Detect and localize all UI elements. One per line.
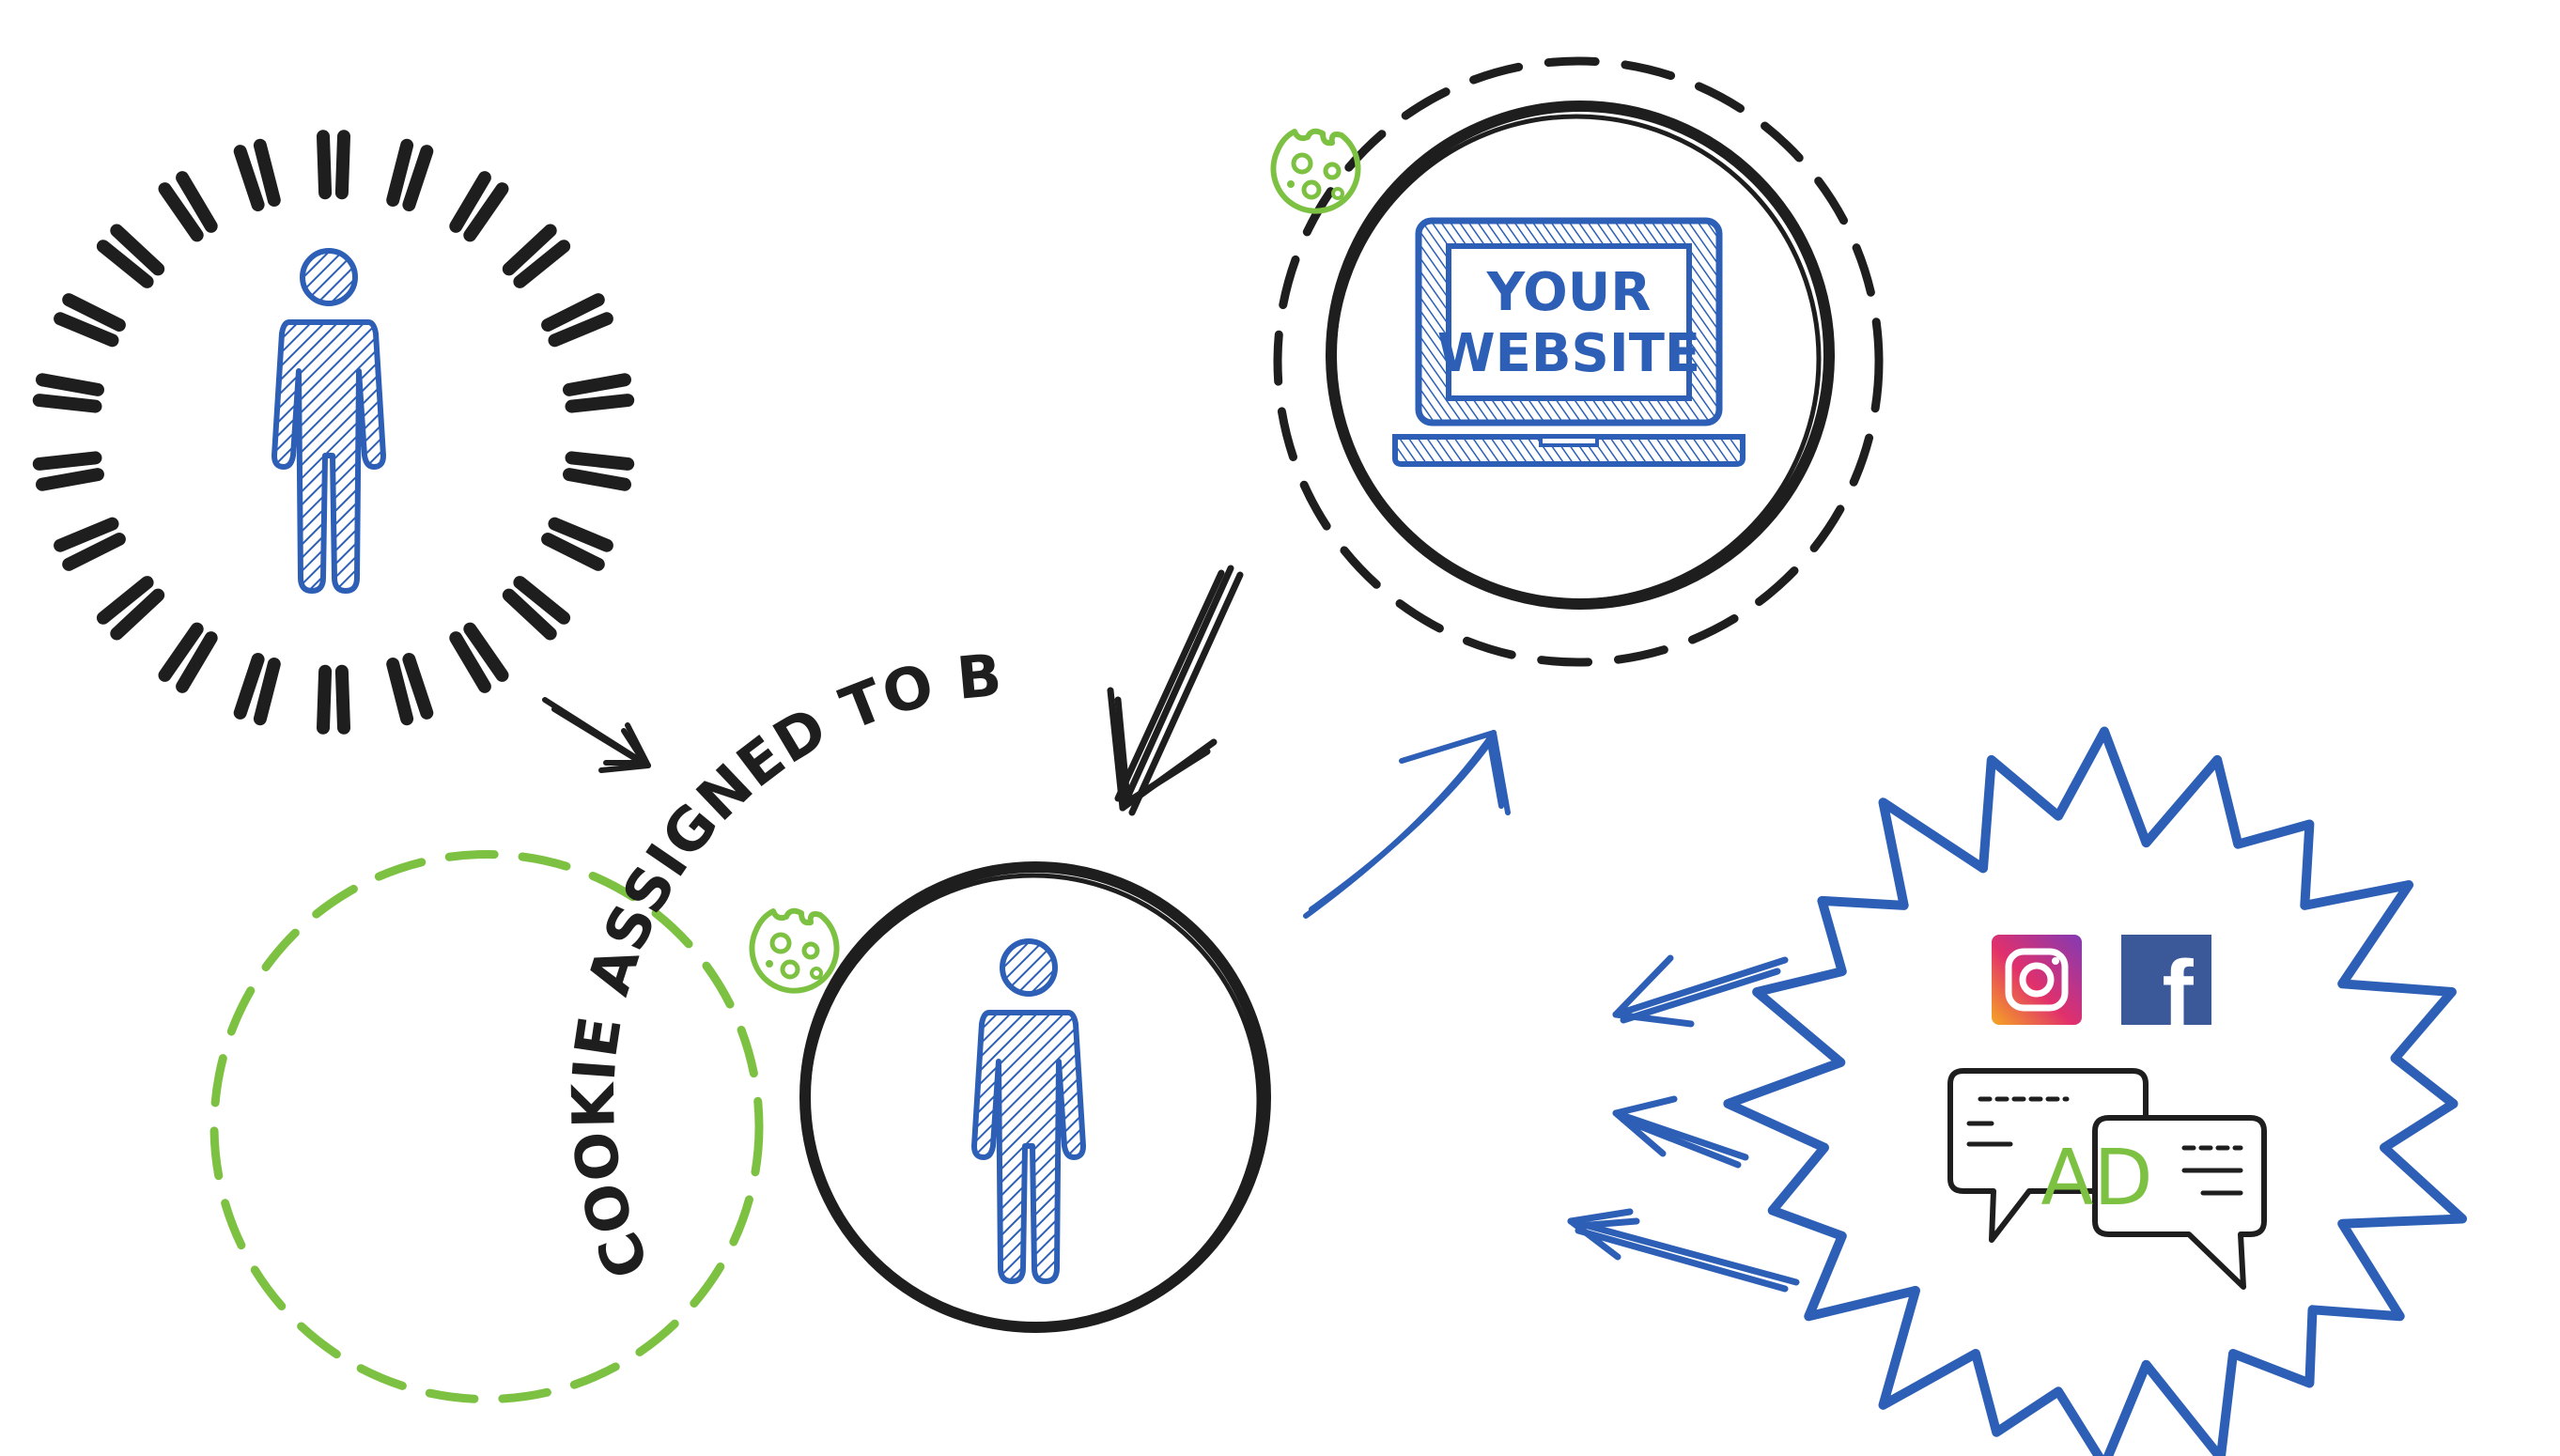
- radiating-dash: [110, 224, 165, 276]
- radiating-dash: [565, 394, 635, 413]
- radiating-dash: [386, 138, 414, 207]
- dashed-ring: [1273, 56, 1884, 667]
- cookie-assigned-node: [209, 850, 1271, 1403]
- person-icon: [974, 941, 1083, 1281]
- radiating-dash: [36, 373, 104, 396]
- cookie-icon: [752, 911, 836, 991]
- radiating-dash: [96, 240, 154, 288]
- radiating-dash: [541, 293, 605, 332]
- arrow-from-website: [1107, 565, 1244, 816]
- radiating-dash: [541, 533, 605, 571]
- radiating-dash: [449, 631, 491, 693]
- radiating-dash: [402, 653, 434, 720]
- radiating-dash: [463, 182, 509, 242]
- arrow-to-cookie: [542, 697, 651, 773]
- laptop-icon: YOUR WEBSITE: [1392, 217, 1745, 467]
- cookie-icon: [1273, 132, 1358, 211]
- ad-arrows: [1567, 954, 1800, 1293]
- ad-burst: f AD: [1723, 726, 2467, 1456]
- radiating-dash: [565, 451, 635, 471]
- radiating-dash: [402, 145, 434, 211]
- radiating-dash: [386, 658, 414, 726]
- ad-label: AD: [2040, 1134, 2152, 1223]
- radiating-dash: [32, 451, 102, 471]
- radiating-dash: [54, 517, 119, 552]
- green-dashed-ring: [209, 850, 764, 1403]
- radiating-dash: [62, 533, 126, 571]
- radiating-dash: [36, 468, 104, 491]
- radiating-dash: [513, 240, 571, 288]
- radiating-dash: [334, 130, 350, 200]
- chat-bubble-icon: AD: [1947, 1068, 2267, 1290]
- radiating-dash: [463, 622, 509, 682]
- radiating-dash: [233, 145, 265, 211]
- radiating-dash: [253, 658, 281, 726]
- radiating-dash: [253, 138, 281, 207]
- facebook-icon: f: [2121, 935, 2211, 1046]
- radiating-dash: [548, 517, 613, 552]
- radiating-dash: [158, 182, 204, 242]
- radiating-dash: [449, 171, 491, 233]
- radiating-dash: [54, 312, 119, 348]
- radiating-dash: [110, 588, 165, 641]
- radiating-dash: [548, 312, 613, 348]
- radiating-dash: [62, 293, 126, 332]
- radiating-dash: [176, 171, 218, 233]
- radiating-dash: [233, 653, 265, 720]
- radiating-dash: [96, 576, 154, 625]
- instagram-icon: [1992, 935, 2082, 1025]
- website-label-line1: YOUR: [1486, 262, 1652, 323]
- person-icon: [274, 251, 383, 591]
- radiating-dash: [513, 576, 571, 625]
- radiating-dash: [563, 468, 631, 491]
- radiating-dash: [502, 224, 557, 276]
- radiating-dash: [334, 664, 350, 735]
- website-node: YOUR WEBSITE: [1273, 56, 1884, 667]
- arrow-to-website: [1303, 730, 1511, 919]
- visitor-node: [32, 130, 635, 735]
- black-ring: [1326, 101, 1835, 610]
- facebook-glyph: f: [2162, 941, 2194, 1046]
- radiating-dash: [32, 394, 102, 413]
- burst-outline: [1723, 726, 2467, 1456]
- radiating-dash: [563, 373, 631, 396]
- radiating-dash: [176, 631, 218, 693]
- radiating-dashes: [32, 130, 635, 735]
- website-label-line2: WEBSITE: [1437, 323, 1700, 384]
- radiating-dash: [158, 622, 204, 682]
- radiating-dash: [317, 664, 333, 735]
- radiating-dash: [317, 130, 333, 200]
- radiating-dash: [502, 588, 557, 641]
